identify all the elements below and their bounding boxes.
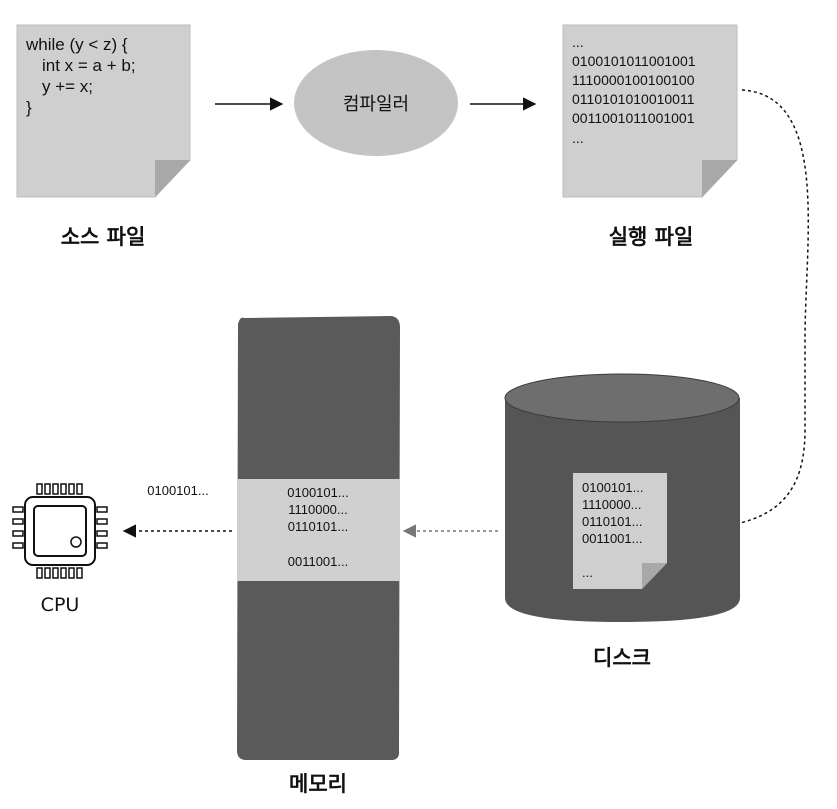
cpu-chip-pin [44, 567, 51, 579]
disk-label: 디스크 [593, 646, 651, 670]
code-line: while (y < z) { [25, 35, 128, 54]
disk-file-line: 0100101... [582, 480, 643, 495]
memory-data-band [237, 479, 400, 581]
compiler-label: 컴파일러 [343, 94, 409, 115]
cpu-chip-pin [12, 530, 24, 537]
binary-line: 1110000100100100 [572, 72, 695, 88]
cpu-chip-pin [36, 567, 43, 579]
cpu-chip-pin [12, 518, 24, 525]
disk-file-line: ... [582, 565, 593, 580]
cpu-chip-pin [68, 483, 75, 495]
binary-line: 0011001011001001 [572, 110, 695, 126]
cpu-chip-pin [52, 483, 59, 495]
cpu-incoming-data: 0100101... [147, 483, 208, 498]
cpu-chip-pin [96, 506, 108, 513]
binary-line: ... [572, 130, 584, 146]
memory-line: 0110101... [288, 519, 348, 534]
binary-line: 0110101010010011 [572, 91, 695, 107]
cpu-chip-pin [60, 483, 67, 495]
memory-line: 0100101... [287, 485, 348, 500]
arrow-executable-to-disk [666, 89, 810, 537]
cpu-chip-pin [52, 567, 59, 579]
cpu-chip-pin [96, 530, 108, 537]
cpu-chip-pin [12, 506, 24, 513]
cpu-chip-dot [70, 536, 82, 548]
executable-file-fold [702, 160, 737, 197]
memory-label: 메모리 [289, 772, 347, 796]
cpu-chip-icon [12, 483, 108, 579]
cpu-chip-pin [60, 567, 67, 579]
executable-file: ... 0100101011001001 1110000100100100 01… [562, 24, 738, 198]
binary-line: ... [572, 34, 584, 50]
cpu-chip-pin [76, 483, 83, 495]
memory-line: 1110000... [288, 502, 348, 517]
cpu-label: CPU [41, 594, 80, 616]
disk-file-line: 0110101... [582, 514, 642, 529]
source-file-fold [155, 160, 190, 197]
cpu-chip-pin [96, 542, 108, 549]
source-file: while (y < z) { int x = a + b; y += x; } [16, 24, 191, 198]
disk-top [504, 373, 740, 423]
cpu-chip-pin [68, 567, 75, 579]
memory: 0100101... 1110000... 0110101... 0011001… [237, 316, 400, 760]
source-file-label: 소스 파일 [61, 225, 146, 249]
cpu-chip-pin [36, 483, 43, 495]
cpu-chip-pin [76, 567, 83, 579]
code-line: int x = a + b; [42, 56, 136, 75]
disk-file-line: 1110000... [582, 497, 642, 512]
compiler-ellipse [294, 50, 458, 156]
binary-line: 0100101011001001 [572, 53, 696, 69]
compiler: 컴파일러 [294, 50, 458, 156]
executable-file-label: 실행 파일 [609, 225, 694, 249]
disk-file-line: 0011001... [582, 531, 642, 546]
code-line: } [26, 98, 32, 117]
cpu-chip-pin [96, 518, 108, 525]
cpu-chip-pin [12, 542, 24, 549]
disk-file-page [573, 473, 667, 589]
cpu-chip-pin [44, 483, 51, 495]
code-line: y += x; [42, 77, 93, 96]
disk-file-fold [642, 563, 667, 589]
memory-line: 0011001... [288, 554, 348, 569]
disk: 0100101... 1110000... 0110101... 0011001… [504, 373, 740, 622]
cpu-chip-core [33, 505, 87, 557]
